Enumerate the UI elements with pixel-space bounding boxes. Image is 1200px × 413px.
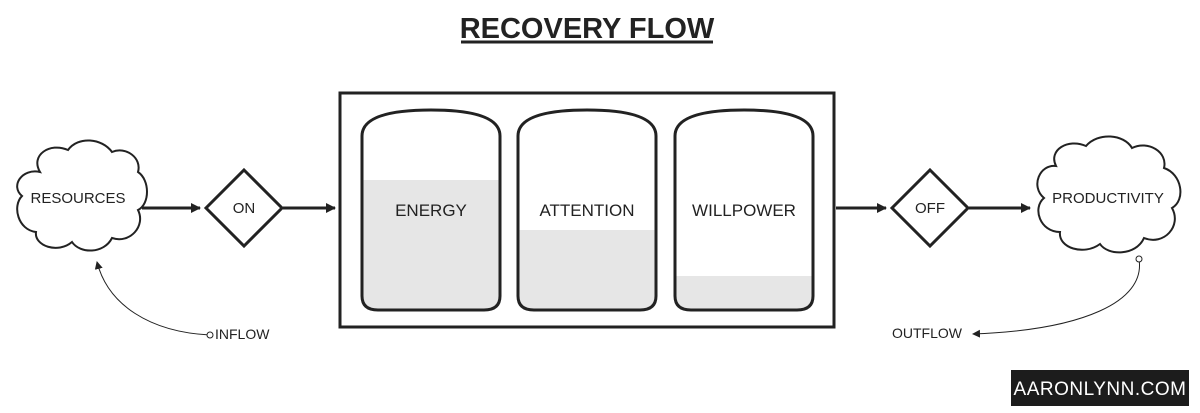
outflow-connector xyxy=(972,258,1140,338)
willpower-level-fill xyxy=(675,276,813,310)
inflow-connector-dot xyxy=(206,331,214,339)
attention-level-fill xyxy=(518,230,656,310)
willpower-label: WILLPOWER xyxy=(692,201,796,220)
inflow-connector xyxy=(94,261,211,336)
outflow-label: OUTFLOW xyxy=(892,325,963,341)
inflow-label: INFLOW xyxy=(215,326,270,342)
on-valve: ON xyxy=(203,167,285,249)
resources-label: RESOURCES xyxy=(30,190,125,207)
energy-level-fill xyxy=(362,180,500,310)
valve-diamond xyxy=(889,167,971,249)
valve-diamond xyxy=(203,167,285,249)
watermark-box xyxy=(1011,370,1189,406)
energy-label: ENERGY xyxy=(395,201,467,220)
energy-tank: ENERGY xyxy=(360,108,502,312)
watermark-text: AARONLYNN.COM xyxy=(1014,379,1187,400)
productivity-cloud: PRODUCTIVITY xyxy=(1036,135,1182,254)
attention-tank: ATTENTION xyxy=(516,108,658,312)
energy-tank-outline xyxy=(360,108,502,312)
productivity-label: PRODUCTIVITY xyxy=(1052,190,1164,207)
off-valve: OFF xyxy=(889,167,971,249)
cloud-shape xyxy=(16,139,148,252)
willpower-tank-outline xyxy=(673,108,815,312)
resources-cloud: RESOURCES xyxy=(16,139,148,252)
outflow-connector-dot xyxy=(1135,255,1143,263)
cloud-shape xyxy=(1036,135,1182,254)
on-label: ON xyxy=(233,200,256,217)
attention-label: ATTENTION xyxy=(539,201,634,220)
attention-tank-outline xyxy=(516,108,658,312)
off-label: OFF xyxy=(915,200,945,217)
willpower-tank: WILLPOWER xyxy=(673,108,815,312)
diagram-title: RECOVERY FLOW xyxy=(460,13,715,45)
